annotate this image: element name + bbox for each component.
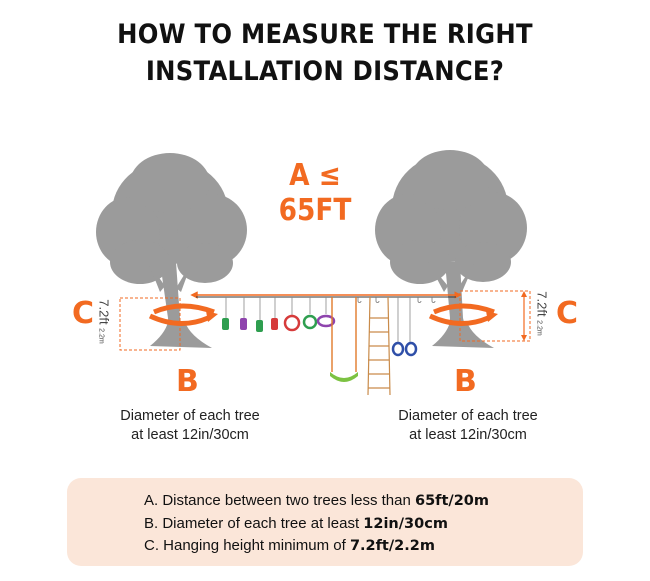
left-b-label: B	[176, 364, 199, 399]
legend-item-b-value: 12in/30cm	[363, 515, 448, 532]
right-height-box	[459, 290, 531, 342]
legend-item-a-text: A. Distance between two trees less than	[144, 492, 415, 509]
left-c-label: C	[72, 296, 95, 331]
legend-item-b: B. Diameter of each tree at least 12in/3…	[144, 513, 489, 536]
right-height-ft: 7.2ft	[534, 291, 550, 317]
right-wrap-arrow-icon	[428, 303, 498, 326]
left-height-m: 2.2m	[97, 328, 105, 344]
legend-item-a-value: 65ft/20m	[414, 493, 489, 509]
legend-item-c: C. Hanging height minimum of 7.2ft/2.2m	[144, 535, 489, 558]
swing-icon	[330, 297, 358, 382]
page-title: HOW TO MEASURE THE RIGHT INSTALLATION DI…	[0, 16, 650, 90]
legend-item-c-value: 7.2ft/2.2m	[349, 538, 435, 554]
left-height-ft: 7.2ft	[96, 299, 112, 325]
title-line-1: HOW TO MEASURE THE RIGHT	[117, 19, 533, 50]
title-line-2: INSTALLATION DISTANCE?	[145, 56, 505, 87]
right-height-m: 2.2m	[535, 320, 543, 336]
legend-item-a: A. Distance between two trees less than …	[144, 490, 489, 513]
handle-icon	[256, 320, 263, 332]
handle-icon	[240, 318, 247, 330]
distance-label: A ≤ 65FT	[278, 158, 352, 228]
left-height-label: 7.2ft 2.2m	[97, 299, 112, 343]
right-caption: Diameter of each tree at least 12in/30cm	[358, 407, 578, 445]
handle-icon	[271, 318, 278, 330]
left-caption: Diameter of each tree at least 12in/30cm	[80, 407, 300, 445]
right-c-label: C	[556, 296, 579, 331]
right-b-label: B	[454, 364, 477, 399]
handle-icon	[222, 318, 229, 330]
right-caption-line-1: Diameter of each tree	[398, 408, 538, 424]
hanging-obstacles	[222, 296, 436, 396]
left-wrap-arrow-icon	[148, 303, 218, 326]
right-height-label: 7.2ft 2.2m	[535, 291, 550, 335]
left-caption-line-1: Diameter of each tree	[120, 408, 260, 424]
left-tree-icon	[96, 153, 247, 348]
ladder-icon	[367, 296, 391, 396]
legend-item-c-text: C. Hanging height minimum of	[144, 537, 350, 554]
gym-rings-icon	[391, 297, 418, 357]
legend-item-b-text: B. Diameter of each tree at least	[144, 514, 364, 532]
legend-box: A. Distance between two trees less than …	[67, 478, 583, 566]
left-caption-line-2: at least 12in/30cm	[131, 427, 249, 443]
ring-icon	[302, 314, 318, 330]
ring-icon	[316, 314, 336, 328]
right-caption-line-2: at least 12in/30cm	[409, 427, 527, 443]
ring-icon	[283, 314, 301, 332]
